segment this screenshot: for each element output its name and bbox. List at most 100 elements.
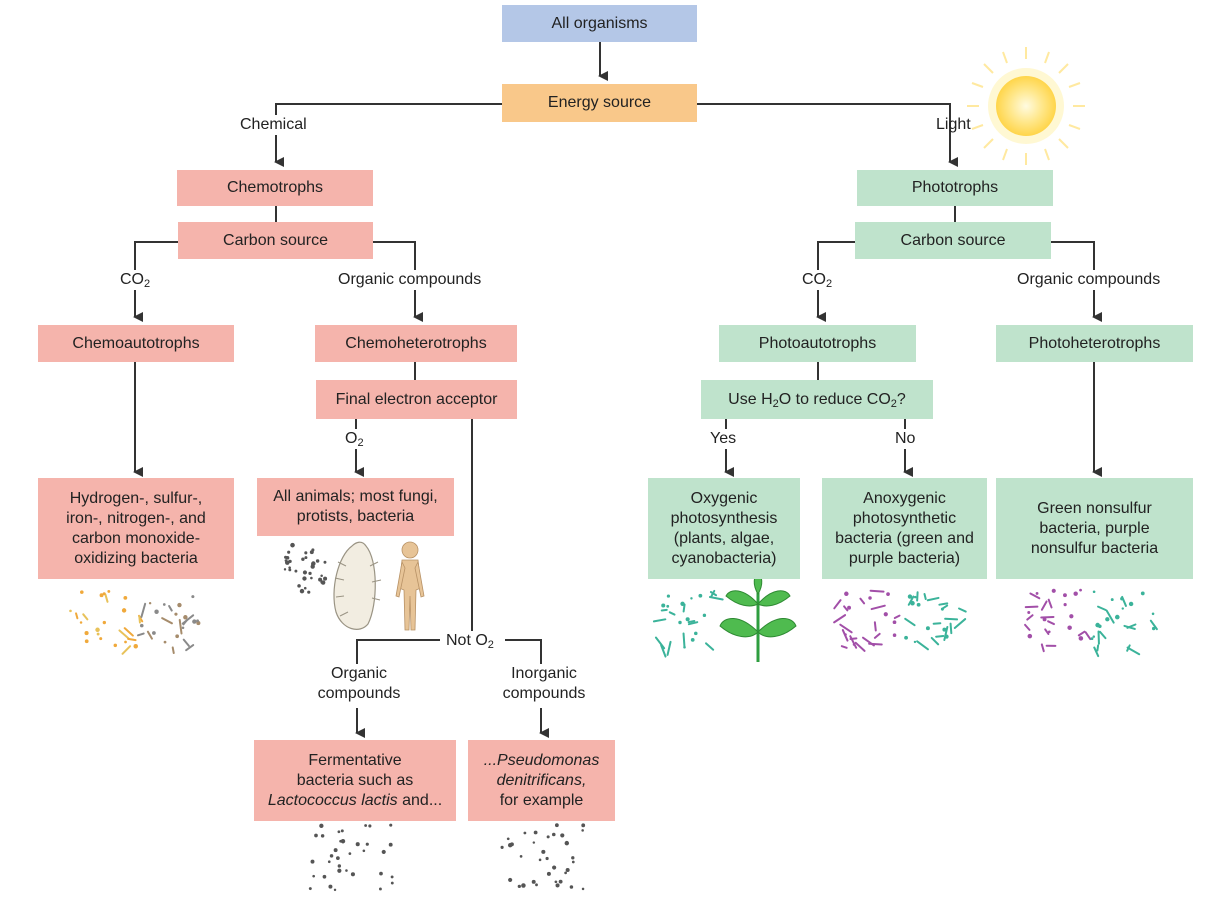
bacterium-dot [844,633,847,636]
bacterium-dot [508,877,513,883]
light-label: Light [936,116,971,133]
bacterium-rod [943,625,949,641]
bacterium-rod [833,599,842,610]
bacterium-dot [1128,601,1134,607]
bacterium-dot [163,640,167,644]
bacterium-dot [1079,588,1082,592]
bacterium-dot [315,559,320,563]
bacterium-rod [1098,630,1107,640]
bacterium-dot [297,584,301,588]
bacterium-dot [844,591,849,597]
bacterium-dot [154,609,159,614]
bacterium-dot [95,627,100,633]
bacterium-rod [127,637,137,642]
bacterium-rod [682,632,686,649]
bacterium-rod [182,619,188,626]
bacterium-rod [1047,598,1053,609]
bacterium-dot [339,839,343,843]
plant-icon [719,571,797,662]
bacterium-dot [340,839,346,844]
bacterium-rod [944,617,959,621]
bacterium-dot [685,617,690,622]
bacterium-dot [551,832,556,837]
bacterium-rod [833,614,847,624]
fermentative-line2: bacteria such as [296,771,414,789]
bacterium-dot [314,833,318,838]
bacterium-dot [545,856,549,861]
oxygenic-photosynthesis-box: Oxygenic photosynthesis (plants, algae, … [648,478,800,579]
bacterium-rod [938,602,949,606]
bacterium-rod [104,593,109,603]
bacterium-rod [710,589,716,597]
bacterium-dot [288,559,292,564]
bacterium-dot [678,620,682,625]
bacterium-dot [191,595,195,599]
bacterium-dot [309,550,314,555]
bacterium-dot [892,620,897,625]
bacterium-dot [565,868,570,873]
bacterium-rod [840,645,848,649]
fermentative-and: and... [397,791,443,809]
bacterium-dot [1151,612,1155,616]
bacterium-dot [683,645,686,649]
photoheterotrophs-box: Photoheterotrophs [996,325,1193,362]
bacterium-rod [654,636,666,650]
bacterium-rod [854,641,866,652]
bacterium-dot [107,589,111,593]
bacterium-rod [859,597,866,605]
photo-co2-label: CO2 [800,270,835,290]
question-text: Use H2O to reduce CO2? [728,390,906,410]
bacterium-rod [185,644,195,652]
bacterium-dot [571,860,575,864]
bacterium-dot [531,879,536,884]
bacterium-dot [381,849,386,854]
bacterium-dot [288,566,291,569]
o2-text: O [345,430,358,447]
bacterium-dot [301,557,305,561]
bacterium-dot [702,613,707,618]
bacterium-dot [892,633,897,637]
chemoautotrophs-box: Chemoautotrophs [38,325,234,362]
bacterium-dot [916,602,921,607]
bacterium-dot [123,596,128,600]
bacterium-dot [1073,591,1078,596]
bacterium-dot [940,607,944,611]
bacterium-dot [1067,625,1072,630]
bacterium-dot [181,626,185,630]
bacterium-dot [318,577,323,582]
bacterium-rod [687,621,699,626]
bacterium-dot [868,596,872,600]
bacterium-rod [1029,592,1041,600]
bacterium-dot [506,837,510,841]
energy-source-box: Energy source [502,84,697,122]
bacterium-rod [916,640,929,651]
o2-examples-box: All animals; most fungi, protists, bacte… [257,478,454,536]
not-o2-label: Not O2 [444,631,496,651]
bacterium-dot [1110,598,1114,602]
bacterium-rod [839,623,853,634]
bacterium-dot [323,560,327,564]
fermentative-line1: Fermentative [308,751,402,769]
bacterium-dot [554,823,559,828]
bacterium-rod [682,603,686,613]
bacterium-dot [661,603,666,608]
h2o-question-box: Use H2O to reduce CO2? [701,380,933,419]
bacterium-dot [914,595,917,599]
bacterium-dot [521,883,526,888]
bacterium-dot [1047,630,1051,634]
bacterium-rod [893,614,901,620]
bacterium-dot [1078,636,1084,641]
bacterium-rod [660,644,667,658]
bacterium-dot [152,631,156,635]
chemoautotroph-examples-box: Hydrogen-, sulfur-, iron-, nitrogen-, an… [38,478,234,579]
bacterium-rod [140,602,147,618]
fermentative-species: Lactococcus lactis [267,791,398,809]
bacterium-dot [333,848,338,853]
bacterium-rod [953,618,967,629]
bacterium-dot [333,888,337,892]
bacterium-rod [873,621,877,632]
o2-label: O2 [343,429,366,449]
bacterium-dot [517,884,521,889]
bacterium-dot [390,875,394,879]
